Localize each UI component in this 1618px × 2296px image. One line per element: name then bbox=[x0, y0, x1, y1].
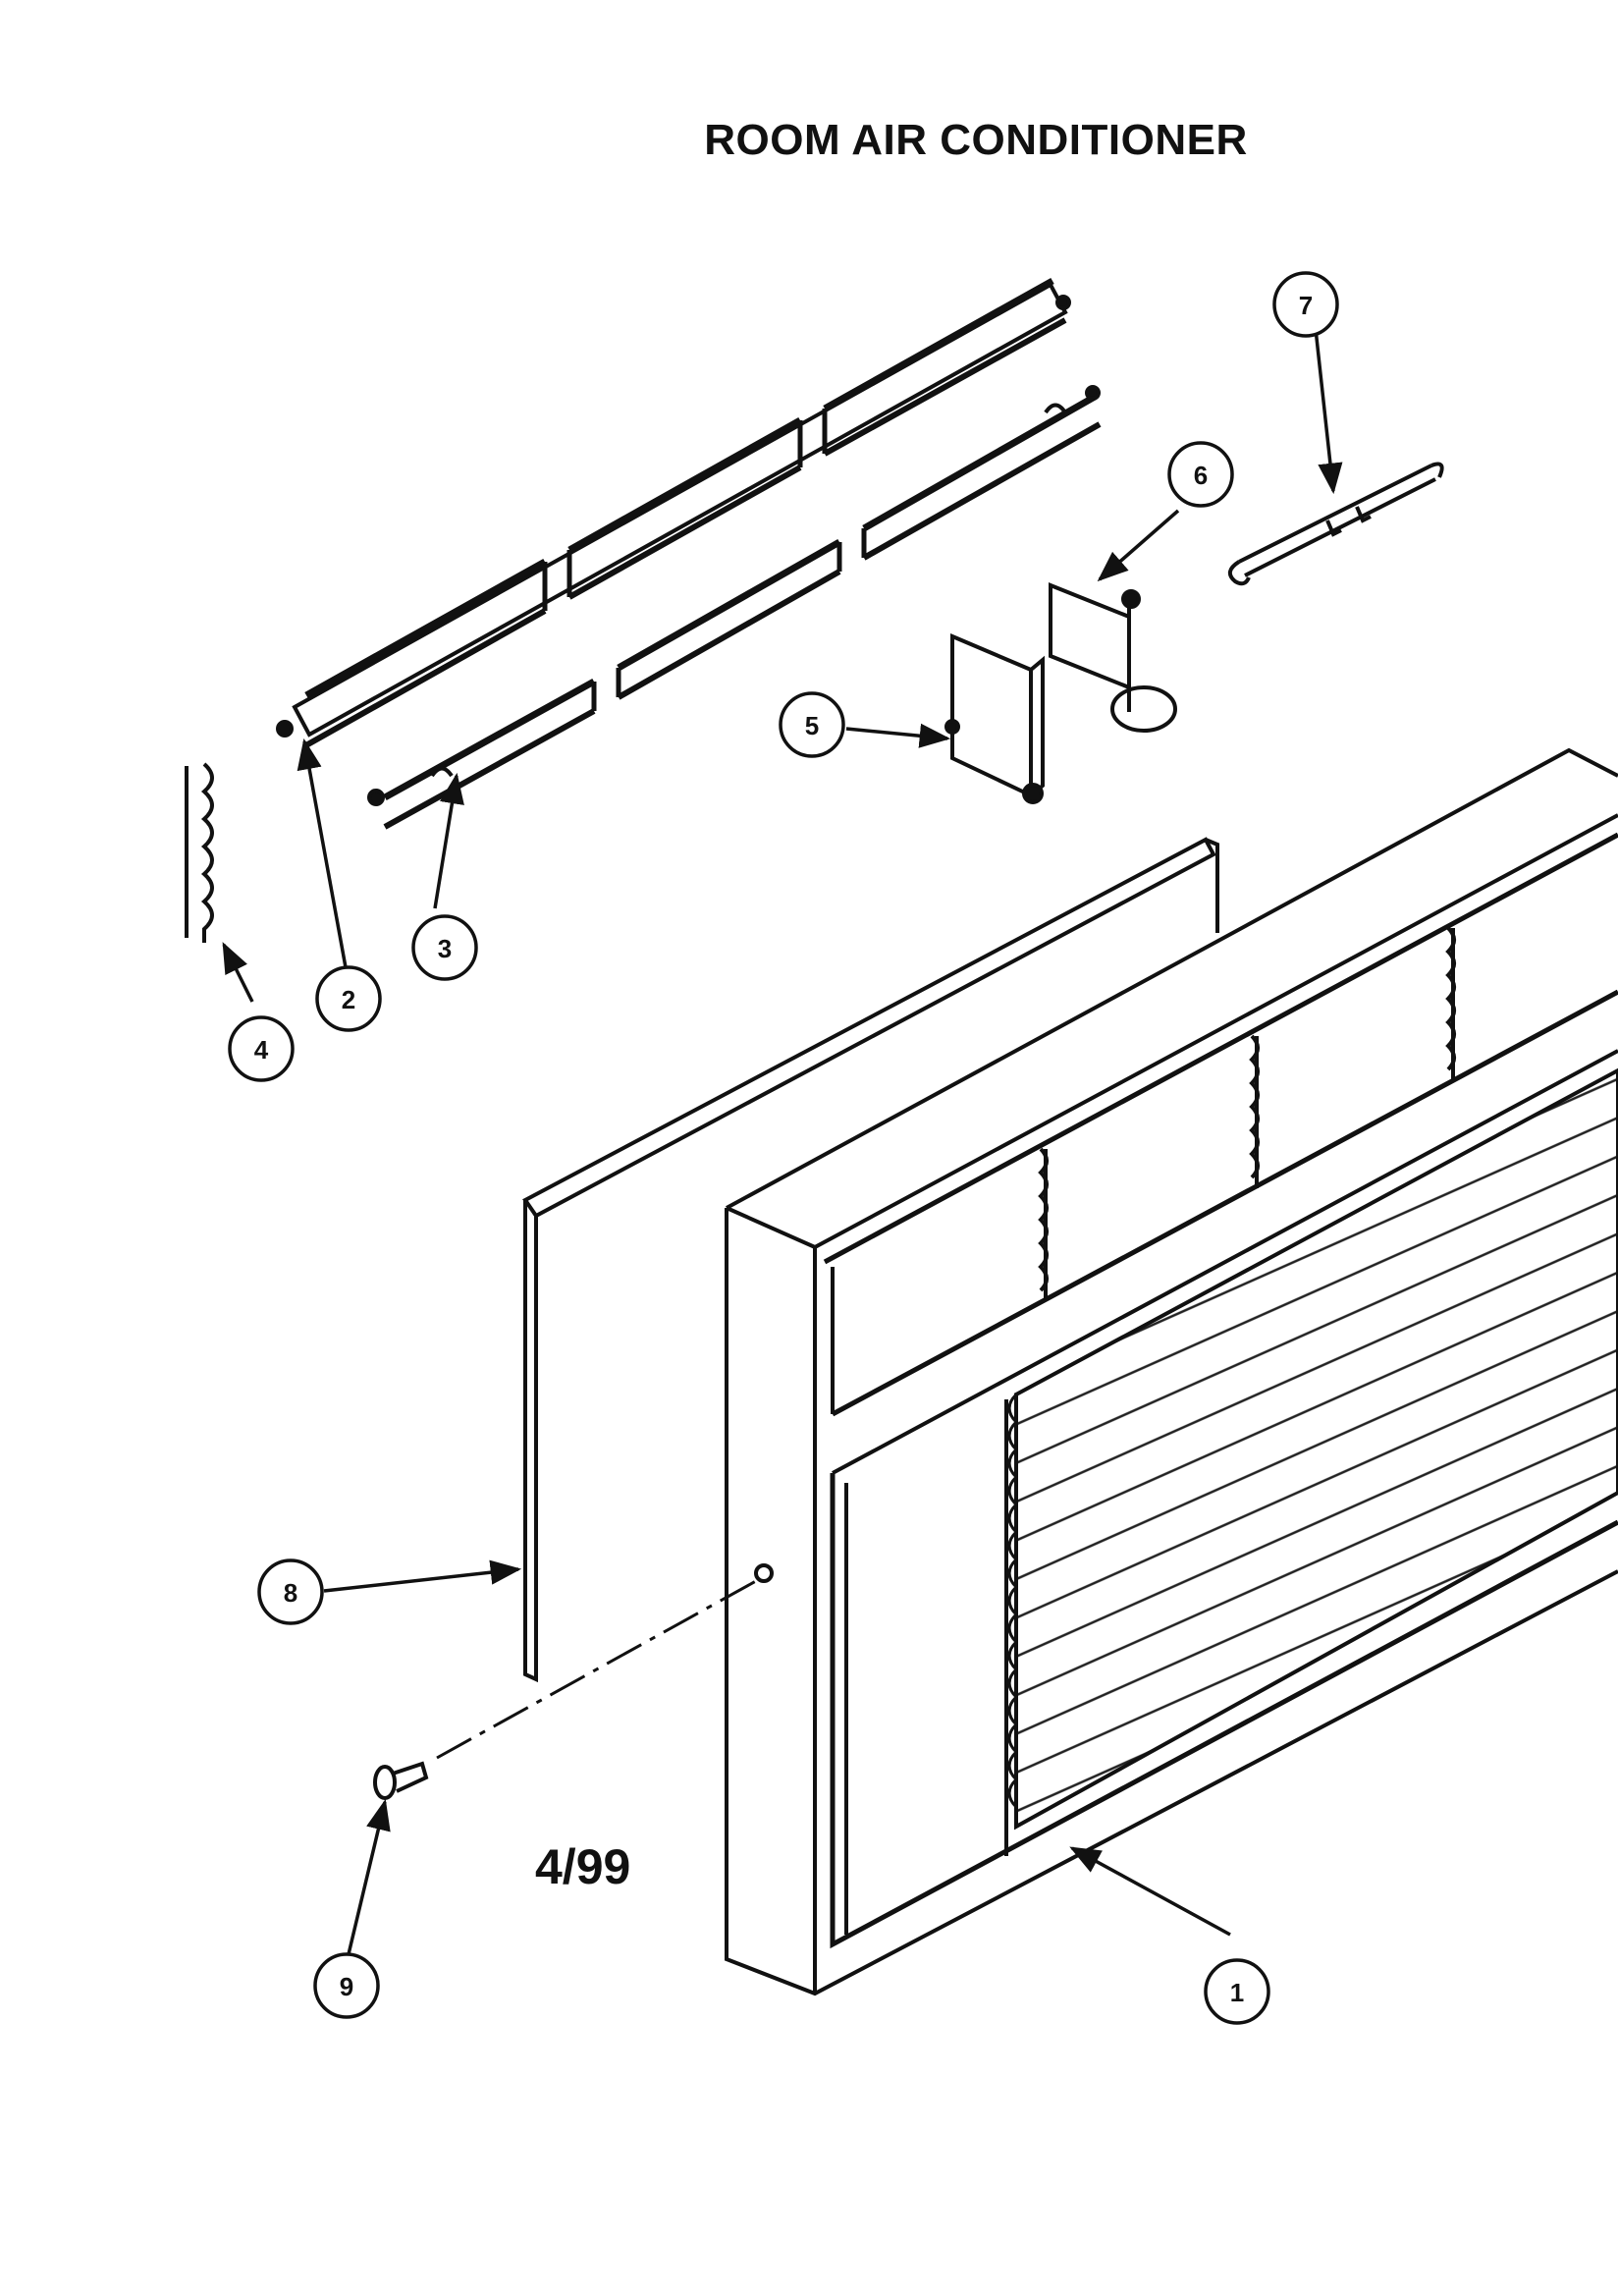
screw bbox=[373, 1761, 429, 1800]
callout-4-circle bbox=[228, 1015, 295, 1082]
callout-1-circle bbox=[1204, 1958, 1270, 2025]
bracket-left bbox=[944, 632, 1045, 804]
callout-8-circle bbox=[257, 1558, 324, 1625]
louver-strip-upper bbox=[276, 277, 1071, 749]
bracket-right bbox=[1049, 582, 1177, 733]
callout-2-circle bbox=[315, 965, 382, 1032]
callout-4-label: 4 bbox=[254, 1035, 269, 1065]
callout-2-label: 2 bbox=[342, 985, 355, 1014]
callout-7-label: 7 bbox=[1299, 291, 1313, 320]
filter-panel bbox=[522, 837, 1219, 1683]
grille-louvers bbox=[1014, 1067, 1618, 1831]
callout-7-circle bbox=[1272, 271, 1339, 338]
callout-5-label: 5 bbox=[805, 711, 819, 740]
callout-6-circle bbox=[1167, 441, 1234, 508]
callout-1-label: 1 bbox=[1230, 1978, 1244, 2007]
diagram-title: ROOM AIR CONDITIONER bbox=[704, 116, 1248, 164]
callout-3-label: 3 bbox=[438, 934, 452, 963]
callout-9-label: 9 bbox=[340, 1972, 353, 2001]
callout-8-label: 8 bbox=[284, 1578, 297, 1608]
date-code: 4/99 bbox=[535, 1839, 631, 1894]
screw-axis-line bbox=[436, 1579, 757, 1760]
callout-3-circle bbox=[411, 914, 478, 981]
callout-5-circle bbox=[779, 691, 845, 758]
wavy-clip bbox=[185, 762, 214, 943]
hook-rod bbox=[1227, 462, 1444, 586]
leader-lines bbox=[222, 328, 1343, 1955]
callout-9-circle bbox=[313, 1952, 380, 2019]
front-grille bbox=[725, 747, 1618, 1996]
callout-6-label: 6 bbox=[1194, 461, 1208, 490]
louver-strip-lower bbox=[367, 385, 1102, 830]
grille-louver-edge bbox=[1007, 1393, 1019, 1809]
screw-hole bbox=[754, 1563, 774, 1583]
